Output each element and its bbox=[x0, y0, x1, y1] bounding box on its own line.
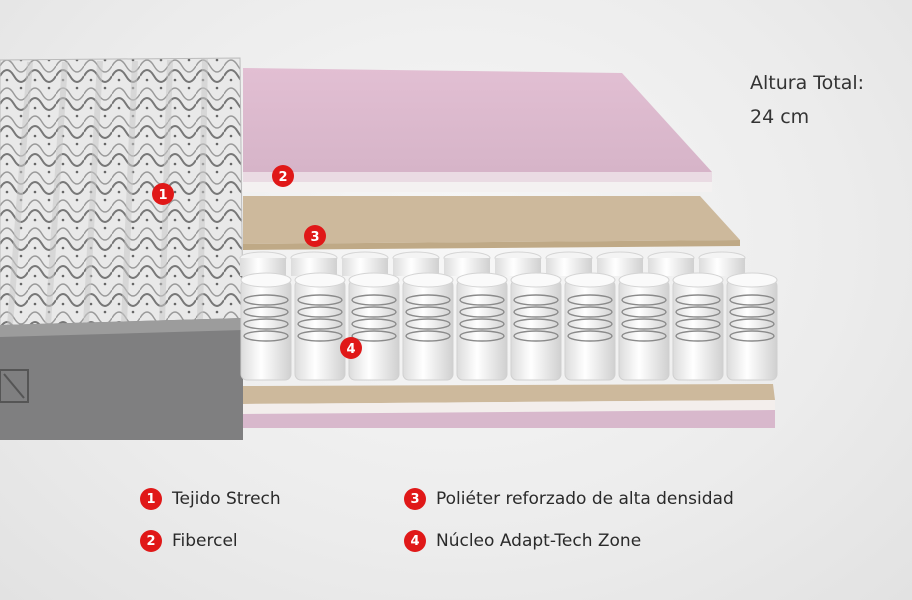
bottom-layers bbox=[243, 384, 775, 428]
legend-badge-1: 1 bbox=[140, 488, 162, 510]
svg-text:3: 3 bbox=[310, 230, 319, 245]
mattress-illustration: 1 2 3 4 bbox=[0, 57, 778, 440]
legend-badge-3: 3 bbox=[404, 488, 426, 510]
legend-item-1: 1 Tejido Strech bbox=[140, 488, 281, 510]
foam-layer bbox=[243, 196, 740, 250]
legend-item-4: 4 Núcleo Adapt-Tech Zone bbox=[404, 530, 641, 552]
marker-1[interactable]: 1 bbox=[152, 183, 174, 205]
svg-text:4: 4 bbox=[346, 342, 355, 357]
marker-3[interactable]: 3 bbox=[304, 225, 326, 247]
svg-text:2: 2 bbox=[278, 170, 287, 185]
legend-item-3: 3 Poliéter reforzado de alta densidad bbox=[404, 488, 734, 510]
legend-badge-4: 4 bbox=[404, 530, 426, 552]
fibercel-layer bbox=[243, 68, 712, 192]
legend-label-2: Fibercel bbox=[172, 531, 238, 551]
legend-badge-2: 2 bbox=[140, 530, 162, 552]
svg-text:1: 1 bbox=[158, 188, 167, 203]
legend-label-4: Núcleo Adapt-Tech Zone bbox=[436, 531, 642, 551]
spring-core bbox=[239, 251, 778, 381]
total-height-label: Altura Total: bbox=[750, 72, 865, 94]
marker-2[interactable]: 2 bbox=[272, 165, 294, 187]
quilted-mattress bbox=[0, 57, 244, 440]
legend-item-2: 2 Fibercel bbox=[140, 530, 238, 552]
legend-label-3: Poliéter reforzado de alta densidad bbox=[436, 489, 734, 509]
total-height-value: 24 cm bbox=[750, 106, 810, 128]
legend-label-1: Tejido Strech bbox=[172, 489, 281, 509]
marker-4[interactable]: 4 bbox=[340, 337, 362, 359]
